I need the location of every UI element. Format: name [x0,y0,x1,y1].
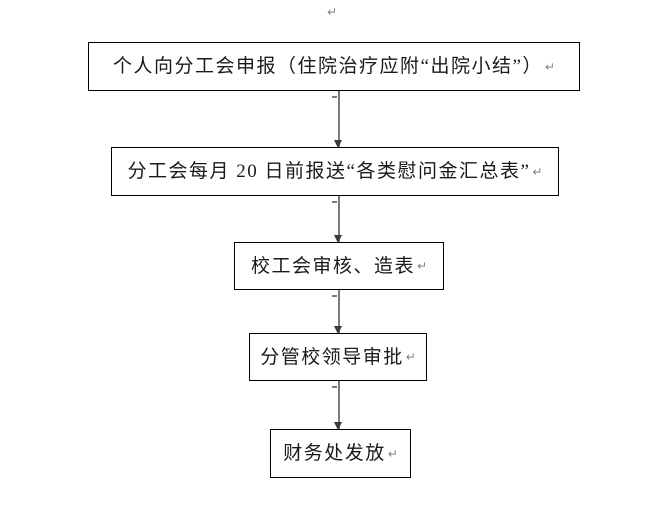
flow-node-school-union-review[interactable]: 校工会审核、造表 ↵ [234,242,444,290]
paragraph-mark-icon: ↵ [405,350,416,364]
connector-line [338,381,340,429]
flow-node-label: 分工会每月 20 日前报送“各类慰问金汇总表” [127,161,531,182]
connector-line [338,196,340,242]
connector-node2-to-node3 [332,196,344,243]
flow-node-leader-approval[interactable]: 分管校领导审批 ↵ [249,333,427,381]
connector-node3-to-node4 [332,290,344,334]
connector-node4-to-node5 [332,381,344,430]
flow-node-label: 财务处发放 [283,443,386,464]
paragraph-mark-icon: ↵ [387,446,398,461]
connector-line [338,290,340,333]
flow-node-label: 校工会审核、造表 [250,255,415,277]
arrowhead-down-icon [334,326,342,334]
flow-node-apply-to-branch-union[interactable]: 个人向分工会申报（住院治疗应附“出院小结”） ↵ [88,42,580,91]
flow-node-finance-disbursement[interactable]: 财务处发放 ↵ [270,429,411,478]
connector-line [338,91,340,147]
paragraph-mark-icon: ↵ [416,259,428,273]
connector-tick [332,96,337,98]
flow-node-label: 个人向分工会申报（住院治疗应附“出院小结”） [113,56,543,77]
connector-tick [332,201,337,203]
paragraph-mark-icon: ↵ [327,5,338,19]
arrowhead-down-icon [334,235,342,243]
paragraph-mark-icon: ↵ [544,59,555,74]
flow-node-branch-union-monthly-report[interactable]: 分工会每月 20 日前报送“各类慰问金汇总表” ↵ [111,147,559,196]
arrowhead-down-icon [334,140,342,148]
connector-tick [332,295,337,297]
paragraph-mark-icon: ↵ [532,164,543,179]
flow-node-label: 分管校领导审批 [260,346,404,368]
arrowhead-down-icon [334,422,342,430]
connector-node1-to-node2 [332,91,344,148]
connector-tick [332,386,337,388]
